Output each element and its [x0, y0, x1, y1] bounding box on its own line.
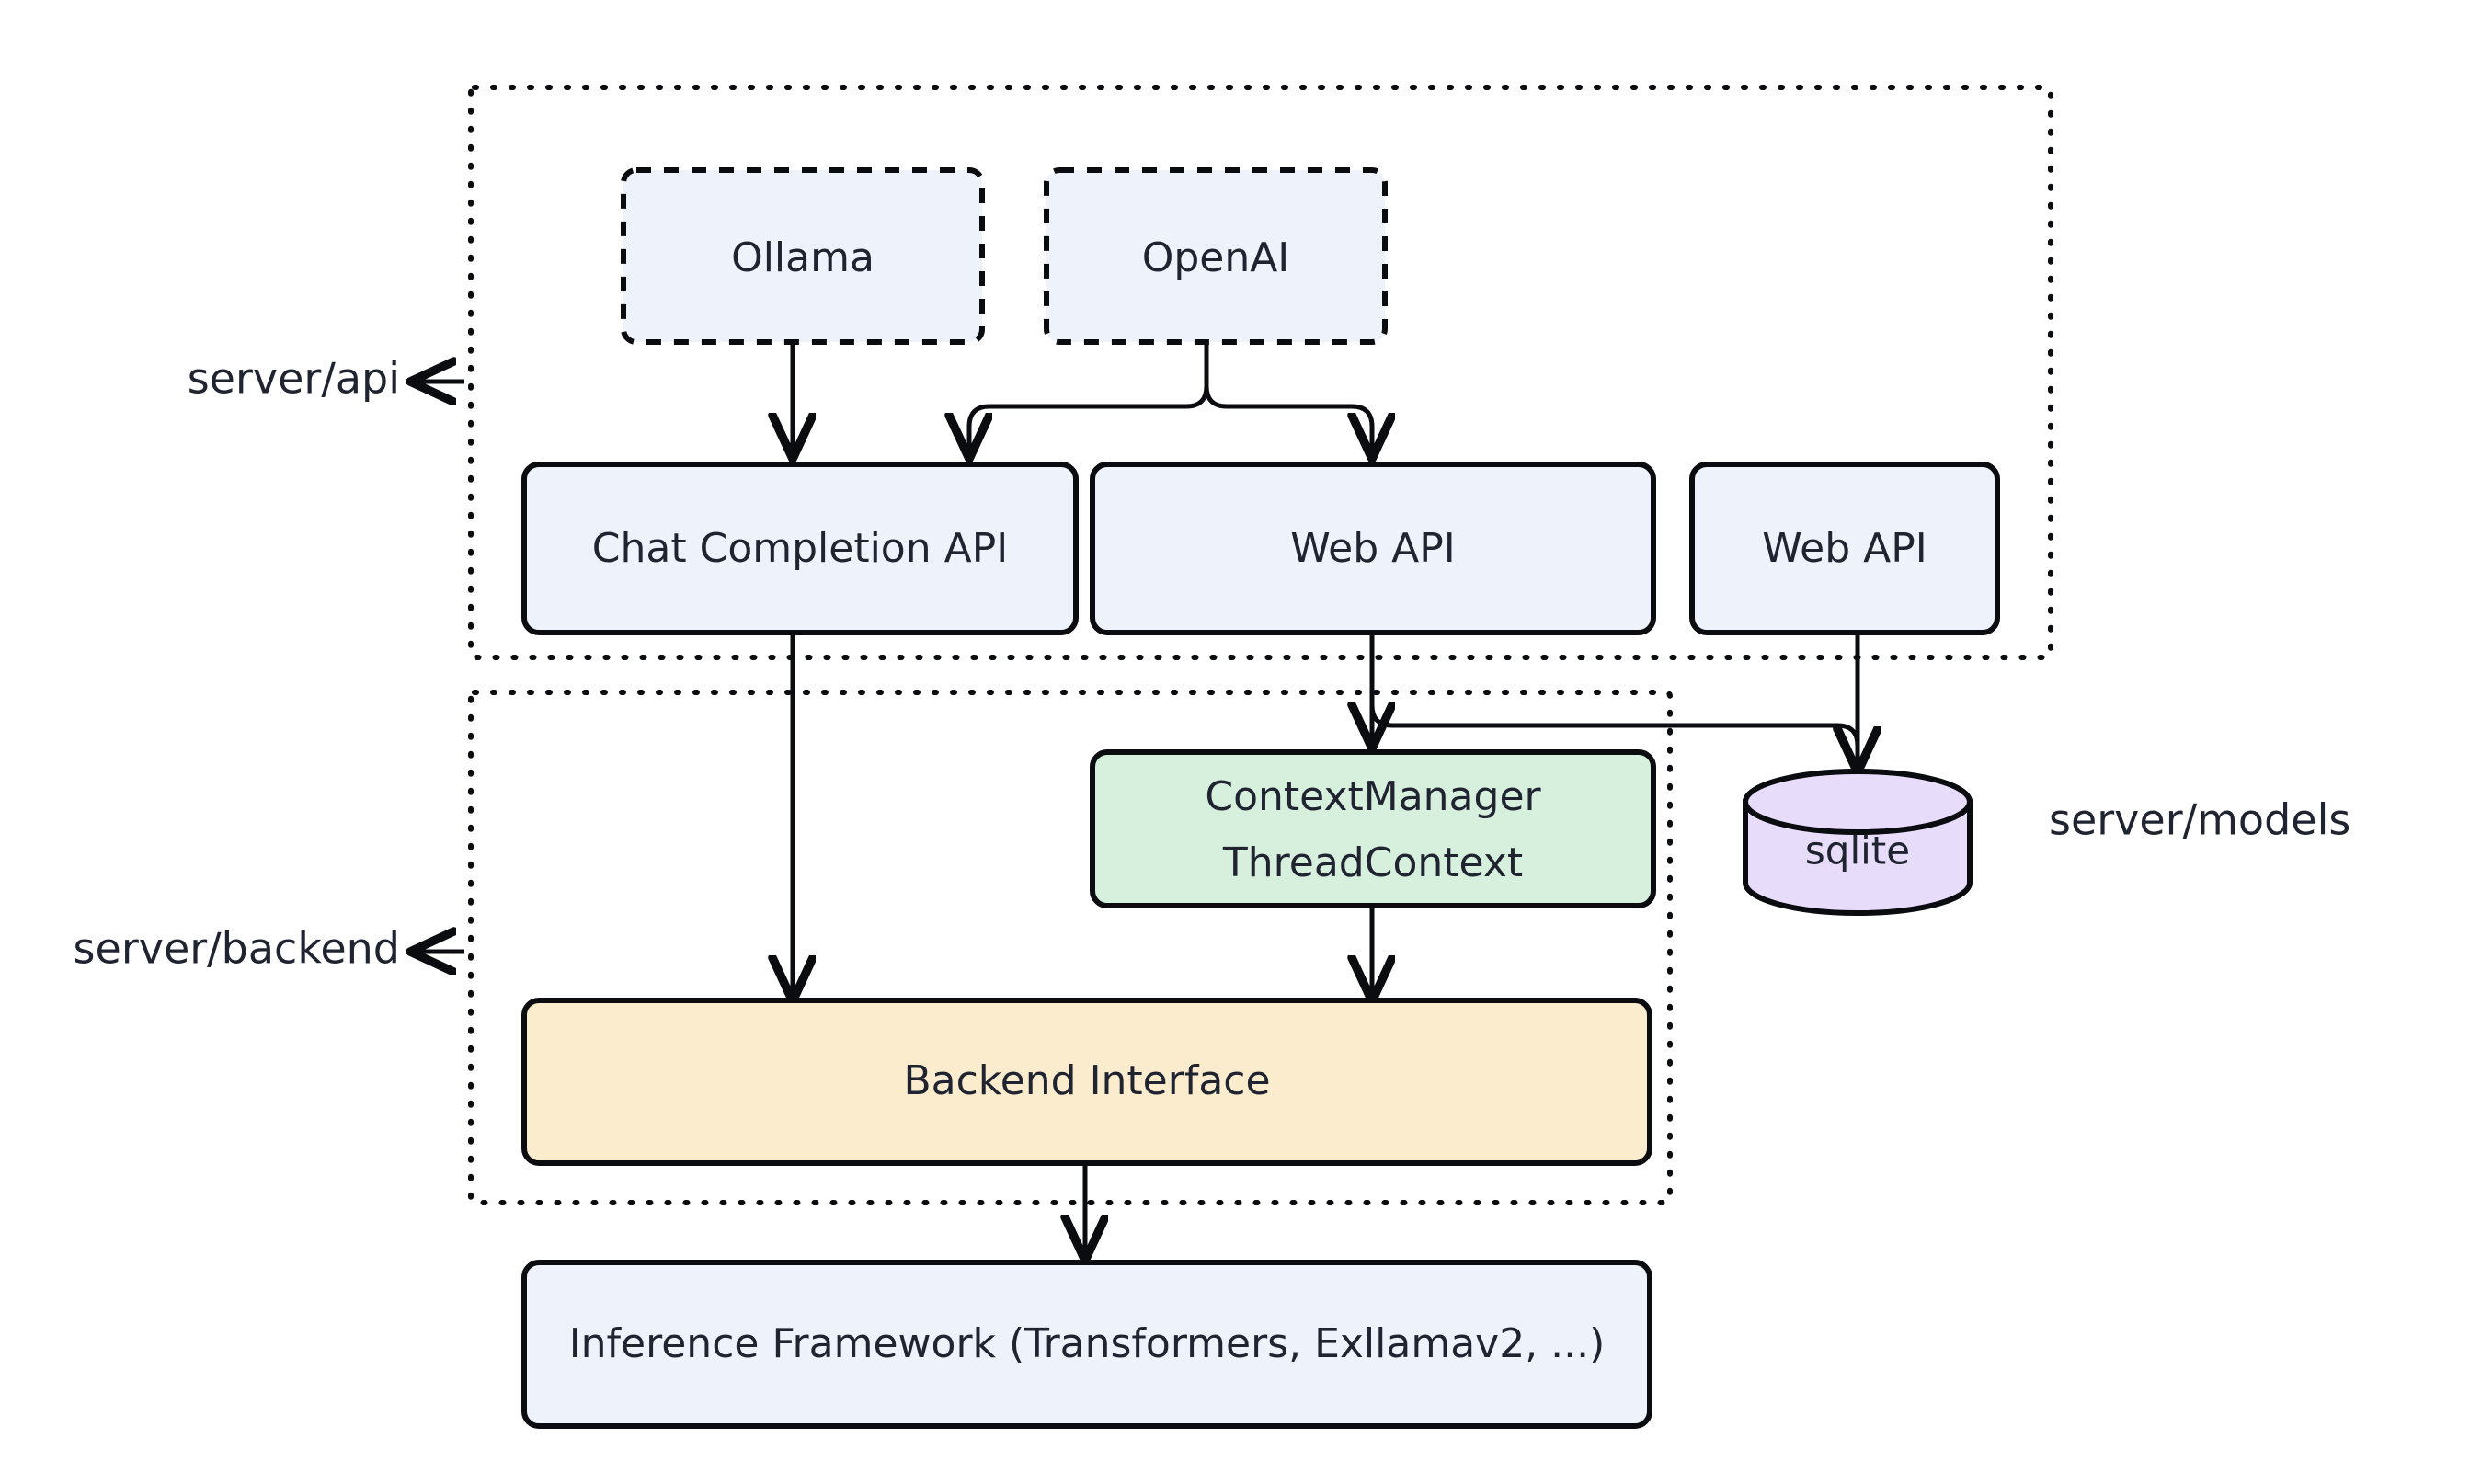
node-sqlite-label: sqlite: [1805, 828, 1910, 873]
node-assistant-api[interactable]: Web API: [1090, 462, 1656, 635]
edge-openai-to-chat-api: [969, 342, 1209, 455]
group-label-server-backend: server/backend: [74, 924, 400, 974]
group-label-server-api: server/api: [188, 354, 400, 404]
node-context-manager-shape: [1090, 749, 1656, 908]
node-web-api[interactable]: Web API: [1689, 462, 2000, 635]
node-context-manager-label-line1: ContextManager: [1205, 773, 1541, 820]
node-ollama[interactable]: Ollama: [621, 167, 985, 345]
node-backend-interface-shape: [521, 998, 1652, 1166]
node-openai[interactable]: OpenAI: [1044, 167, 1388, 345]
group-container-server-backend: [468, 690, 1673, 1205]
node-assistant-api-shape: [1090, 462, 1656, 635]
node-openai-label: OpenAI: [1142, 234, 1290, 281]
node-web-api-shape: [1689, 462, 2000, 635]
node-backend-interface-label: Backend Interface: [903, 1057, 1270, 1104]
node-web-api-label: Web API: [1762, 525, 1927, 572]
node-backend-interface[interactable]: Backend Interface: [521, 998, 1652, 1166]
group-label-server-models: server/models: [2049, 795, 2350, 845]
node-sqlite[interactable]: sqlite: [1743, 769, 1973, 916]
node-inference-framework-shape: [521, 1260, 1652, 1429]
node-inference-framework-label: Inference Framework (Transformers, Exlla…: [569, 1320, 1606, 1367]
node-openai-shape: [1044, 167, 1388, 345]
node-chat-completion-api-label: Chat Completion API: [592, 525, 1008, 572]
node-context-manager-label-line2: ThreadContext: [1222, 839, 1523, 886]
group-container-server-api: [468, 85, 2053, 660]
node-sqlite-top: [1743, 769, 1973, 835]
node-chat-completion-api-shape: [521, 462, 1079, 635]
node-ollama-label: Ollama: [731, 234, 875, 281]
edge-assistant-api-to-sqlite: [1369, 634, 1858, 769]
node-inference-framework[interactable]: Inference Framework (Transformers, Exlla…: [521, 1260, 1652, 1429]
edge-openai-to-assistant-api: [1204, 342, 1372, 455]
node-context-manager[interactable]: ContextManager ThreadContext: [1090, 749, 1656, 908]
node-ollama-shape: [621, 167, 985, 345]
node-chat-completion-api[interactable]: Chat Completion API: [521, 462, 1079, 635]
node-assistant-api-label: Web API: [1290, 525, 1456, 572]
